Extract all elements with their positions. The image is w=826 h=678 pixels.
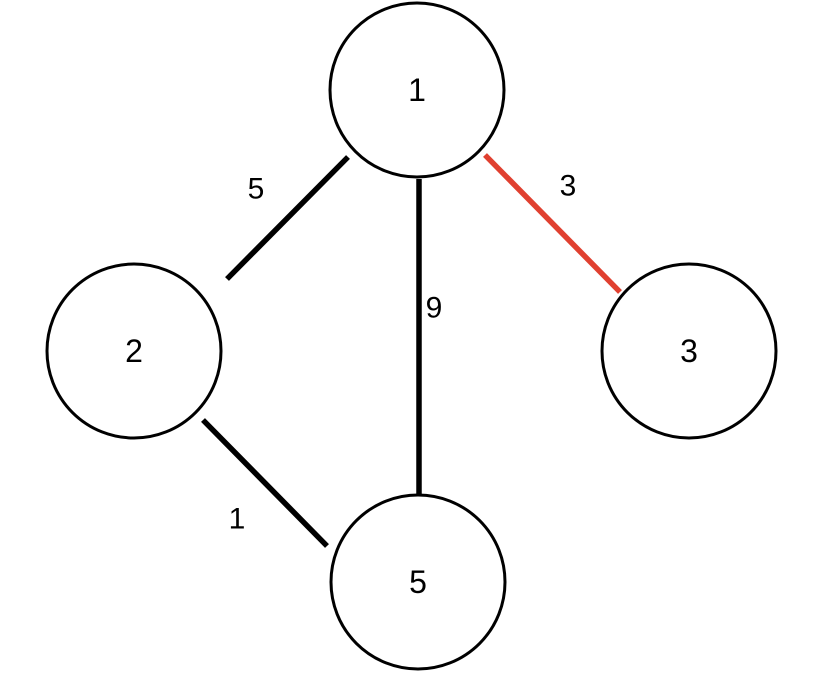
node-2 <box>45 262 223 440</box>
node-label-5: 5 <box>409 564 427 600</box>
node-3 <box>600 262 778 440</box>
node-label-3: 3 <box>680 333 698 369</box>
edge-weight-label-1-5: 9 <box>426 292 443 325</box>
node-label-2: 2 <box>125 333 143 369</box>
edge-weight-label-1-3: 3 <box>560 170 577 203</box>
node-1 <box>328 1 506 179</box>
edge-1-2 <box>225 155 350 281</box>
node-5 <box>329 493 507 671</box>
edge-2-5 <box>201 418 329 548</box>
node-label-1: 1 <box>408 72 426 108</box>
edge-1-3 <box>483 153 622 294</box>
edge-weight-label-2-5: 1 <box>229 503 246 536</box>
edge-weight-label-1-2: 5 <box>248 173 265 206</box>
